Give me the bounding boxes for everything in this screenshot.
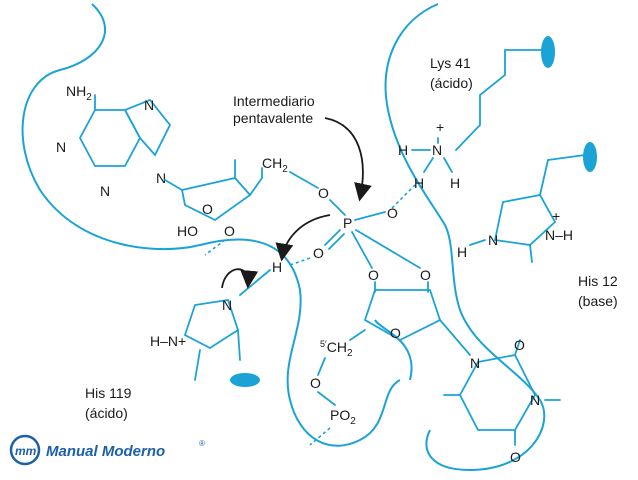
pyrimidine-base: N N O O bbox=[443, 337, 561, 465]
lys-h-left: H bbox=[398, 142, 408, 158]
enzyme-boundary-left bbox=[21, 3, 401, 447]
lower-ch2: 5′CH2 bbox=[320, 339, 353, 359]
adenine-n7: N bbox=[144, 97, 154, 113]
label-intermediate-2: pentavalente bbox=[233, 110, 313, 126]
pyr-n3: N bbox=[530, 392, 540, 408]
his119: H N H–N+ His 119 (ácido) bbox=[85, 259, 282, 421]
his12-backbone-blob bbox=[583, 142, 597, 172]
his119-n-top: N bbox=[222, 297, 232, 313]
label-intermediate-1: Intermediario bbox=[233, 93, 315, 109]
brand-mm-icon: mm bbox=[15, 444, 37, 458]
lower-o-link: O bbox=[310, 375, 321, 391]
enzyme-boundary-right bbox=[384, 3, 546, 472]
lower-ribose-ring-o: O bbox=[390, 325, 401, 341]
lys-plus: + bbox=[436, 119, 444, 135]
ribose-ch2: CH2 bbox=[262, 155, 288, 175]
label-his119: His 119 bbox=[85, 385, 132, 401]
lys-h-bottom-left: H bbox=[414, 175, 424, 191]
lys41-backbone-blob bbox=[541, 36, 555, 68]
arrow-his119-curl bbox=[221, 268, 259, 289]
his12: N + N–H H His 12 (base) bbox=[457, 142, 618, 309]
lys-h-bottom-right: H bbox=[450, 175, 460, 191]
brand-name: Manual Moderno bbox=[46, 443, 165, 460]
his119-backbone-blob bbox=[230, 373, 260, 387]
lys41: Lys 41 (ácido) H + N H H bbox=[398, 36, 555, 191]
ribose-ring-o: O bbox=[202, 201, 213, 217]
phosphate-center: O P O O bbox=[289, 171, 421, 269]
pyr-n1: N bbox=[470, 355, 480, 371]
adenine-n1: N bbox=[56, 139, 66, 155]
p-o-upper-left: O bbox=[318, 185, 329, 201]
lower-ribose-o2: O bbox=[368, 267, 379, 283]
his12-n1: N bbox=[488, 232, 498, 248]
pyr-o4: O bbox=[510, 449, 521, 465]
ribose-o2: O bbox=[224, 223, 235, 239]
his119-hn-plus: H–N+ bbox=[150, 333, 186, 349]
label-his119-role: (ácido) bbox=[85, 405, 128, 421]
adenine-n9: N bbox=[156, 170, 166, 186]
his12-h: H bbox=[457, 244, 467, 260]
ribose-ho: HO bbox=[177, 223, 198, 239]
label-lys41: Lys 41 bbox=[430, 55, 471, 71]
adenine-base: NH2 N N N N bbox=[56, 83, 183, 199]
p-o-right: O bbox=[387, 205, 398, 221]
lower-ribose-o3: O bbox=[420, 267, 431, 283]
adenine-nh2: NH2 bbox=[66, 83, 92, 103]
label-his12: His 12 bbox=[578, 273, 618, 289]
arrow-o-to-h bbox=[275, 214, 331, 262]
lower-ribose: O O O 5′CH2 O PO2 bbox=[309, 267, 471, 446]
brand-circle-icon bbox=[9, 434, 41, 466]
lys-n: N bbox=[432, 142, 442, 158]
phosphorus: P bbox=[343, 215, 352, 231]
lower-po2: PO2 bbox=[330, 407, 356, 427]
pyr-o2: O bbox=[514, 337, 525, 353]
his12-nh: N–H bbox=[545, 227, 573, 243]
brand-logo: mm Manual Moderno ® bbox=[9, 434, 205, 466]
his12-plus: + bbox=[552, 208, 560, 224]
label-lys41-role: (ácido) bbox=[430, 75, 473, 91]
label-his12-role: (base) bbox=[578, 293, 618, 309]
upper-ribose: O HO O CH2 bbox=[177, 155, 288, 256]
brand-registered: ® bbox=[199, 439, 205, 448]
adenine-n3: N bbox=[100, 183, 110, 199]
arrow-intermediate bbox=[324, 117, 372, 202]
his119-h: H bbox=[272, 259, 282, 275]
p-o-double: O bbox=[313, 245, 324, 261]
